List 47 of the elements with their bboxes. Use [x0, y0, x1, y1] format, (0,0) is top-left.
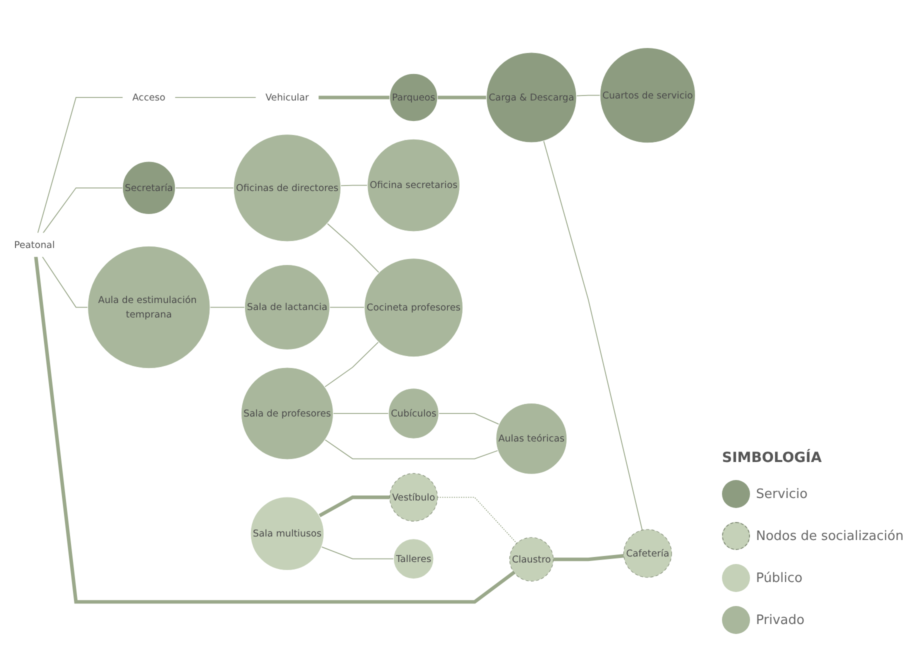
connector: [324, 342, 379, 388]
connector: [210, 307, 246, 308]
node-circle: Oficinas de directores: [233, 134, 342, 242]
legend-label: Público: [756, 570, 802, 586]
node-circle: Claustro: [509, 537, 554, 582]
connector: [576, 95, 600, 96]
legend-label: Servicio: [756, 486, 808, 502]
node-circle: Cafetería: [623, 529, 672, 578]
node-circle: Oficina secretarios: [367, 138, 460, 232]
connector: [34, 256, 516, 604]
connector: [321, 546, 394, 560]
connector: [438, 413, 500, 425]
node-circle: Cuartos de servicio: [600, 48, 696, 144]
connector: [326, 223, 380, 274]
node-text: Acceso: [132, 92, 166, 103]
node-text: Vehicular: [265, 92, 309, 103]
node-circle: Sala de lactancia: [244, 264, 330, 350]
connector: [340, 185, 368, 186]
connector: [318, 496, 390, 518]
node-circle: Cubículos: [388, 388, 439, 440]
legend-title: SIMBOLOGÍA: [722, 450, 823, 466]
node-circle: Aulas teóricas: [496, 403, 568, 475]
connector: [553, 554, 624, 562]
node-circle: Sala multiusos: [250, 496, 324, 571]
connector: [324, 439, 498, 460]
node-circle: Parqueos: [389, 73, 438, 122]
node-circle: Carga & Descarga: [486, 52, 577, 144]
connector: [174, 97, 256, 98]
node-text: Peatonal: [14, 239, 55, 250]
node-circle: Vestíbulo: [389, 473, 438, 522]
connector: [42, 256, 88, 308]
connector: [329, 307, 365, 308]
legend-label: Nodos de socialización: [756, 528, 904, 544]
connector: [37, 97, 124, 234]
connector: [332, 413, 389, 414]
node-circle: Talleres: [393, 538, 434, 580]
node-circle: Secretaría: [122, 161, 176, 215]
connector: [543, 140, 643, 531]
node-circle: Sala de profesores: [240, 367, 334, 460]
node-circle: Aula de estimulación temprana: [87, 246, 210, 369]
connector: [318, 96, 390, 100]
connector: [438, 96, 486, 100]
node-circle: Cocineta profesores: [364, 258, 464, 358]
connector: [42, 188, 123, 234]
connector: [174, 188, 234, 189]
connector: [437, 497, 518, 544]
legend-label: Privado: [756, 612, 804, 628]
